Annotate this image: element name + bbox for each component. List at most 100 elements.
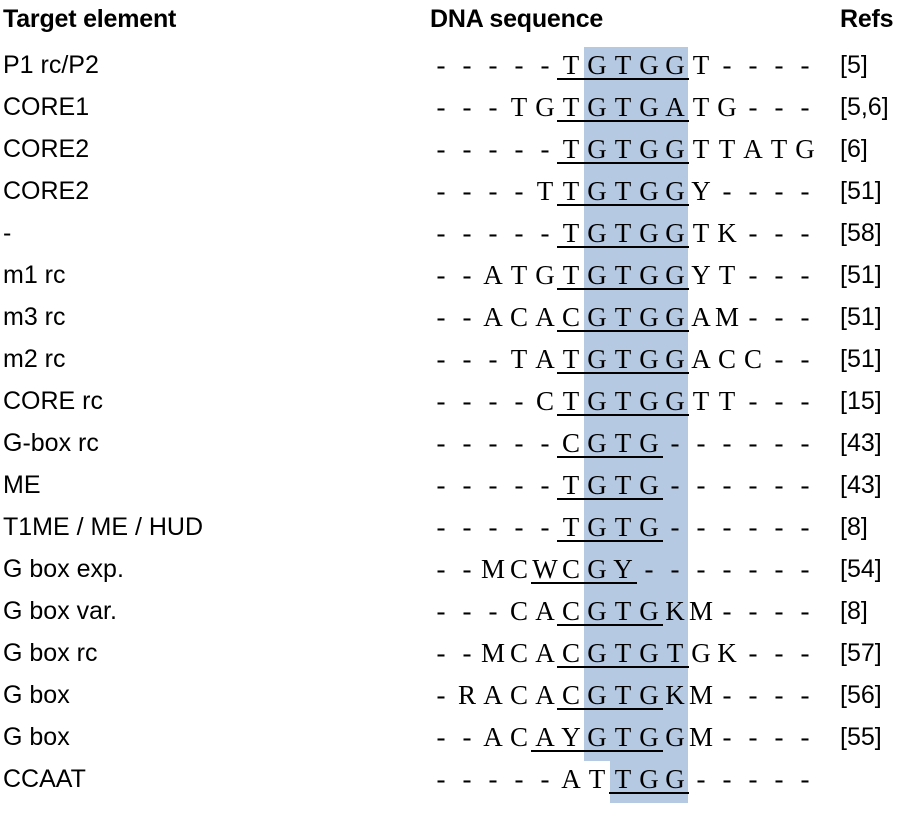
sequence-character: -	[774, 218, 784, 248]
sequence-character: -	[436, 680, 446, 710]
sequence-character: -	[670, 428, 680, 458]
sequence-character: G	[583, 507, 611, 547]
sequence-character: -	[436, 344, 446, 374]
sequence-character: T	[609, 675, 637, 715]
sequence-character: -	[800, 218, 810, 248]
sequence-character: T	[588, 764, 606, 794]
sequence-character: -	[774, 554, 784, 584]
sequence-character: A	[531, 717, 559, 757]
sequence-character: -	[800, 764, 810, 794]
sequence-character: A	[661, 87, 689, 127]
cell-refs: [51]	[840, 261, 882, 289]
sequence-character: W	[531, 549, 559, 589]
sequence-character: G	[795, 134, 815, 164]
sequence-character: T	[609, 507, 637, 547]
sequence-character: T	[692, 386, 710, 416]
sequence-character: -	[436, 596, 446, 626]
sequence-character: G	[583, 591, 611, 631]
highlight-band-segment	[584, 131, 688, 173]
sequence-character: -	[462, 344, 472, 374]
sequence-character: T	[609, 759, 637, 799]
highlight-band-segment	[584, 47, 688, 89]
sequence-character: T	[692, 218, 710, 248]
sequence-character: -	[462, 638, 472, 668]
sequence-character: G	[635, 507, 663, 547]
sequence-character: -	[462, 470, 472, 500]
sequence-character: -	[748, 722, 758, 752]
sequence-character: T	[609, 339, 637, 379]
sequence-character: M	[714, 302, 739, 332]
sequence-character: T	[692, 92, 710, 122]
sequence-character: C	[557, 675, 585, 715]
sequence-character: -	[748, 218, 758, 248]
sequence-character: G	[635, 633, 663, 673]
sequence-character: -	[488, 344, 498, 374]
sequence-character: A	[483, 680, 503, 710]
sequence-character: T	[557, 255, 585, 295]
sequence-character: -	[774, 470, 784, 500]
cell-target-element: G box rc	[3, 639, 98, 667]
sequence-character: C	[509, 722, 528, 752]
cell-target-element: CORE2	[3, 177, 90, 205]
sequence-character: A	[483, 722, 503, 752]
sequence-character: G	[583, 87, 611, 127]
sequence-character: G	[583, 633, 611, 673]
sequence-character: -	[462, 596, 472, 626]
sequence-character: -	[514, 176, 524, 206]
sequence-character: T	[770, 134, 788, 164]
sequence-character: C	[509, 302, 528, 332]
sequence-character: -	[540, 512, 550, 542]
sequence-character: T	[718, 260, 736, 290]
sequence-character: -	[436, 386, 446, 416]
highlight-band-segment	[584, 383, 688, 425]
sequence-character: T	[557, 465, 585, 505]
sequence-character: -	[800, 302, 810, 332]
sequence-character: -	[774, 302, 784, 332]
sequence-character: G	[661, 213, 689, 253]
sequence-character: G	[583, 213, 611, 253]
sequence-character: -	[462, 218, 472, 248]
sequence-character: G	[583, 465, 611, 505]
highlight-band-segment	[584, 425, 688, 467]
highlight-band-segment	[584, 257, 688, 299]
sequence-character: -	[540, 470, 550, 500]
sequence-character: G	[583, 675, 611, 715]
sequence-character: T	[557, 45, 585, 85]
sequence-character: G	[691, 638, 711, 668]
sequence-character: -	[488, 512, 498, 542]
sequence-character: -	[462, 260, 472, 290]
cell-refs: [5]	[840, 51, 868, 79]
column-header-dna-sequence: DNA sequence	[430, 5, 604, 33]
sequence-character: -	[774, 50, 784, 80]
sequence-character: G	[583, 129, 611, 169]
sequence-character: -	[748, 302, 758, 332]
sequence-character: T	[557, 507, 585, 547]
highlight-band-segment	[584, 719, 688, 761]
sequence-character: G	[583, 297, 611, 337]
sequence-character: C	[557, 633, 585, 673]
sequence-character: -	[800, 260, 810, 290]
sequence-character: -	[748, 764, 758, 794]
sequence-character: -	[774, 680, 784, 710]
sequence-character: -	[748, 176, 758, 206]
cell-refs: [43]	[840, 471, 882, 499]
highlight-band-segment	[584, 173, 688, 215]
sequence-character: -	[748, 260, 758, 290]
sequence-character: -	[696, 470, 706, 500]
sequence-character: -	[436, 218, 446, 248]
sequence-character: -	[722, 554, 732, 584]
column-header-refs: Refs	[840, 5, 894, 33]
sequence-character: -	[488, 176, 498, 206]
sequence-character: T	[557, 87, 585, 127]
cell-target-element: G box var.	[3, 597, 117, 625]
sequence-character: -	[436, 260, 446, 290]
sequence-character: -	[514, 470, 524, 500]
sequence-character: -	[488, 470, 498, 500]
